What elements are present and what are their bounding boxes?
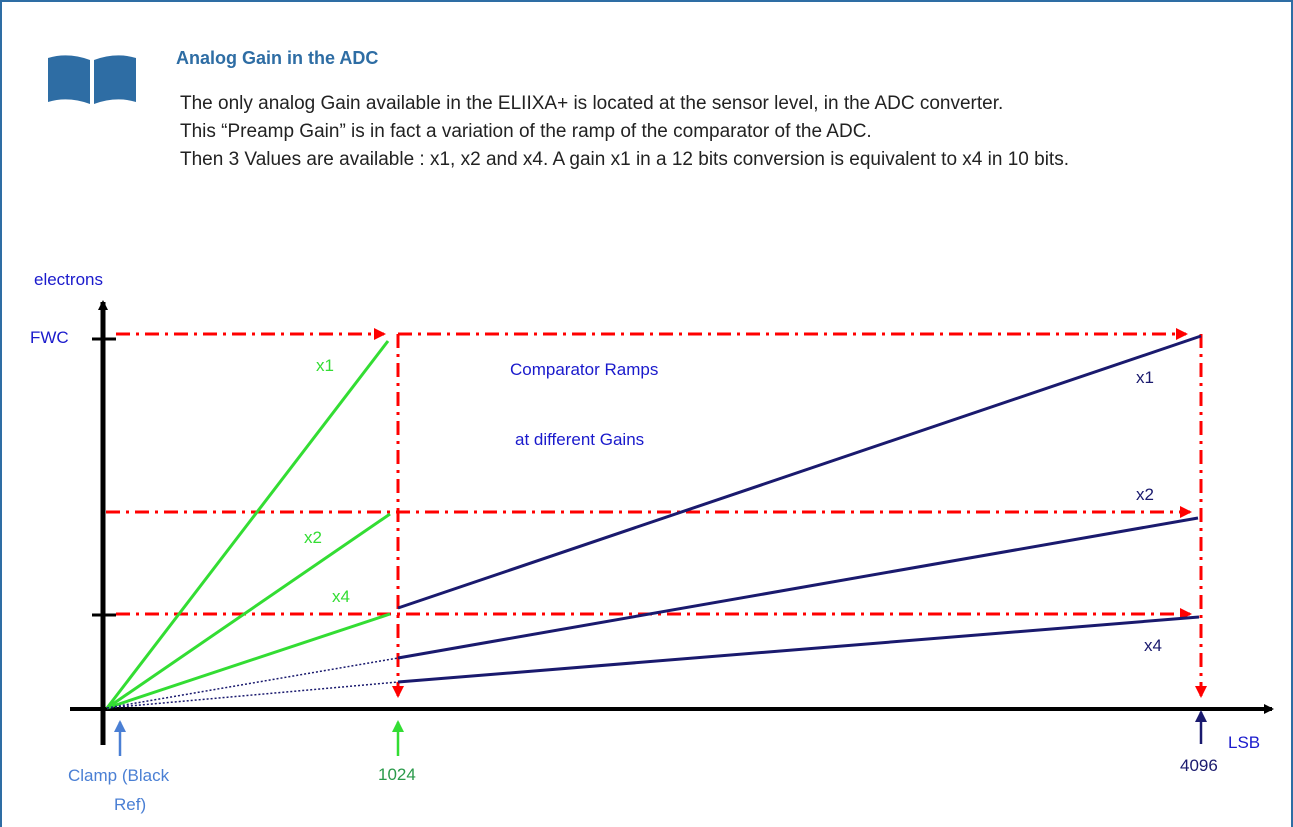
paragraph-1: The only analog Gain available in the EL… xyxy=(180,93,1004,114)
navy-ramp-x1 xyxy=(397,334,1202,610)
open-book-icon xyxy=(48,55,136,104)
green-label-x1: x1 xyxy=(316,356,334,375)
blue-label-x1: x1 xyxy=(1136,368,1154,387)
blue-label-x4: x4 xyxy=(1144,636,1162,655)
caption-line1: Comparator Ramps xyxy=(510,360,659,379)
blue-label-x2: x2 xyxy=(1136,485,1154,504)
paragraph-3: Then 3 Values are available : x1, x2 and… xyxy=(180,149,1069,170)
navy-ramp-x4 xyxy=(397,615,1200,684)
x-axis-label: LSB xyxy=(1228,733,1261,752)
tick-label-1024: 1024 xyxy=(378,765,416,784)
caption-line2: at different Gains xyxy=(515,430,645,449)
green-ramp-x1 xyxy=(105,340,390,709)
note-body: The only analog Gain available in the EL… xyxy=(180,90,1260,174)
y-axis-label: electrons xyxy=(34,270,103,289)
clamp-label-line2: Ref) xyxy=(114,795,147,814)
navy-ramp-x2 xyxy=(397,516,1199,660)
tick-label-4096: 4096 xyxy=(1180,756,1218,775)
green-label-x4: x4 xyxy=(332,587,350,606)
fwc-label: FWC xyxy=(30,328,69,347)
green-label-x2: x2 xyxy=(304,528,322,547)
green-ramp-x4 xyxy=(106,612,391,710)
navy-ramp-x4-dotted xyxy=(106,681,399,709)
clamp-label-line1: Clamp (Black xyxy=(68,766,170,785)
paragraph-2: This “Preamp Gain” is in fact a variatio… xyxy=(180,121,872,142)
green-ramp-x2 xyxy=(106,512,391,710)
navy-ramp-x2-dotted xyxy=(106,657,399,709)
note-title: Analog Gain in the ADC xyxy=(176,48,379,68)
